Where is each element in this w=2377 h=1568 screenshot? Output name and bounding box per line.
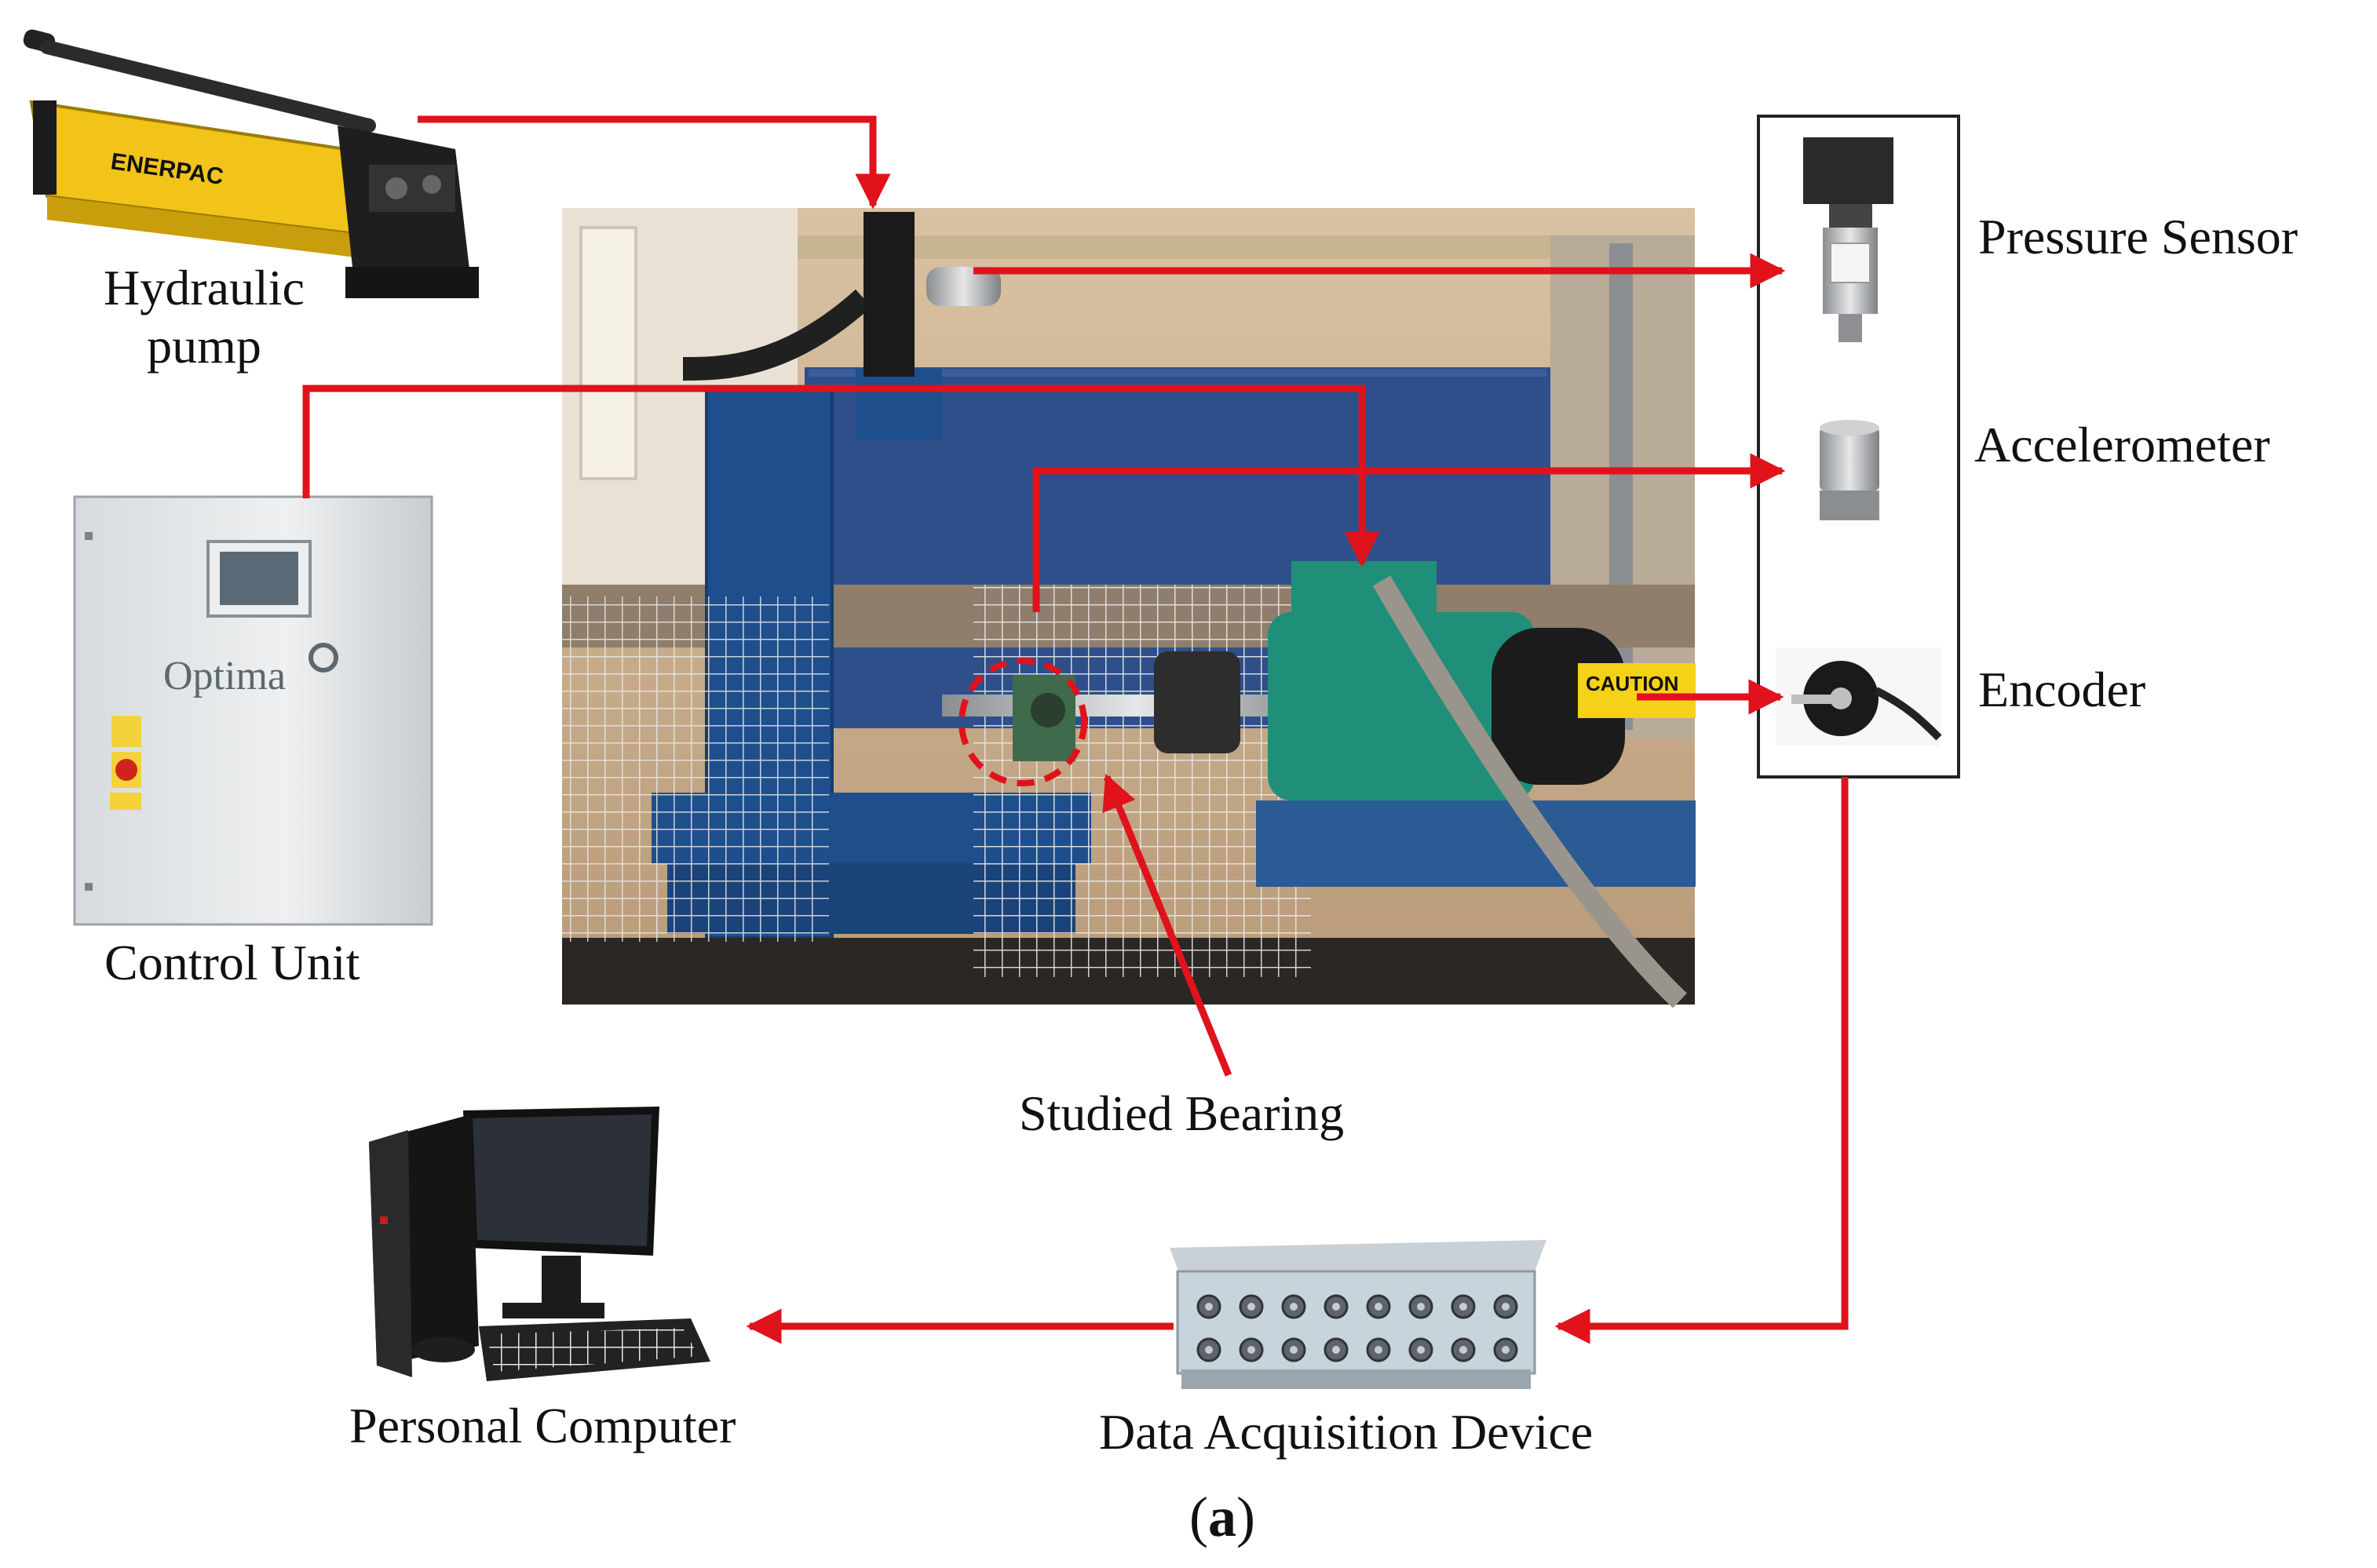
- bnc-port-pin: [1502, 1346, 1510, 1354]
- bnc-port-pin: [1459, 1303, 1467, 1311]
- arrow-control-to-motor: [302, 385, 1380, 567]
- control-unit-image: Optima: [73, 495, 433, 926]
- caution-sign-text: CAUTION: [1586, 672, 1678, 695]
- arrow-rig-to-accelerometer: [1032, 453, 1786, 612]
- pressure-sensor-label: Pressure Sensor: [1978, 209, 2298, 264]
- arrow-label-to-bearing: [1102, 773, 1232, 1077]
- bnc-port-pin: [1375, 1303, 1382, 1311]
- pressure-sensor-image: [1803, 137, 1893, 342]
- bnc-port-pin: [1290, 1346, 1298, 1354]
- bnc-port-pin: [1417, 1303, 1425, 1311]
- bnc-port-pin: [1332, 1346, 1340, 1354]
- bnc-port-pin: [1332, 1303, 1340, 1311]
- daq-port-grid: [1196, 1294, 1518, 1362]
- caption-open-paren: (: [1189, 1486, 1208, 1548]
- test-rig-photo: CAUTION: [562, 208, 1696, 1008]
- control-unit-label: Control Unit: [104, 935, 360, 990]
- bnc-port-pin: [1502, 1303, 1510, 1311]
- bnc-port-pin: [1205, 1303, 1213, 1311]
- hydraulic-pump-label: Hydraulic pump: [75, 259, 334, 374]
- hydraulic-pump-label-line1: Hydraulic: [104, 260, 305, 315]
- encoder-label: Encoder: [1978, 662, 2146, 717]
- personal-computer-image: [369, 1107, 710, 1381]
- caption-letter: a: [1207, 1486, 1236, 1548]
- bnc-port-pin: [1459, 1346, 1467, 1354]
- daq-device-image: [1170, 1240, 1546, 1389]
- caption-close-paren: ): [1236, 1486, 1255, 1548]
- bnc-port-pin: [1417, 1346, 1425, 1354]
- bnc-port-pin: [1247, 1303, 1255, 1311]
- figure-caption: (a): [1189, 1485, 1255, 1550]
- bnc-port-pin: [1205, 1346, 1213, 1354]
- bnc-port-pin: [1290, 1303, 1298, 1311]
- studied-bearing-highlight: [958, 658, 1087, 786]
- hydraulic-pump-label-line2: pump: [147, 317, 261, 374]
- hydraulic-pump-image: ENERPAC: [23, 29, 479, 298]
- arrow-pump-to-cylinder: [418, 115, 891, 210]
- accelerometer-image: [1820, 420, 1879, 520]
- bnc-port-pin: [1247, 1346, 1255, 1354]
- bnc-port-pin: [1375, 1346, 1382, 1354]
- arrow-sensors-to-daq: [1554, 777, 1849, 1344]
- panel-brand-text: Optima: [163, 654, 286, 698]
- accelerometer-label: Accelerometer: [1974, 417, 2270, 472]
- encoder-image: [1776, 647, 1942, 746]
- studied-bearing-label: Studied Bearing: [1019, 1085, 1345, 1141]
- personal-computer-label: Personal Computer: [349, 1398, 736, 1453]
- daq-device-label: Data Acquisition Device: [1099, 1404, 1594, 1460]
